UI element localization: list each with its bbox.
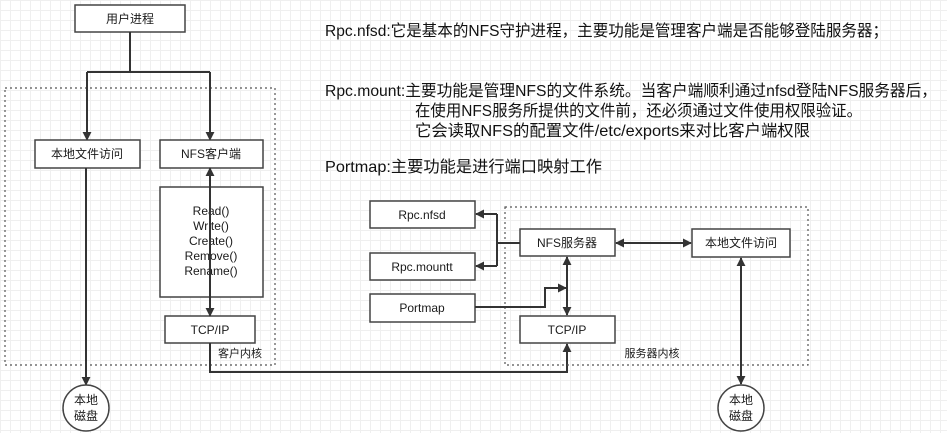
client-tcpip-label: TCP/IP [191, 323, 230, 337]
connector-user-process-split [87, 32, 210, 73]
arrow-portmap [475, 283, 567, 308]
description-rpc-mount-line2: 在使用NFS服务所提供的文件前，还必须通过文件使用权限验证。 [415, 102, 862, 120]
nfs-client-box [159, 139, 264, 169]
server-disk-label-line1: 本地 [729, 393, 753, 407]
client-tcpip-box [164, 315, 256, 344]
client-local-file-access-box [34, 139, 141, 169]
nfs-server-box [519, 228, 616, 257]
client-local-file-access-label: 本地文件访问 [51, 146, 123, 161]
server-disk-label-line2: 磁盘 [729, 408, 753, 423]
portmap-box [369, 293, 476, 323]
rpc-nfsd-label: Rpc.nfsd [398, 208, 445, 222]
description-rpc-nfsd: Rpc.nfsd:它是基本的NFS守护进程，主要功能是管理客户端是否能够登陆服务… [325, 22, 888, 40]
client-kernel-label: 客户内核 [218, 346, 262, 360]
client-disk [62, 384, 110, 432]
descriptions: Rpc.nfsd:它是基本的NFS守护进程，主要功能是管理客户端是否能够登陆服务… [325, 22, 937, 176]
arrow-network-link [209, 343, 572, 373]
rpc-nfsd-box [369, 200, 476, 229]
user-process-label: 用户进程 [106, 11, 154, 26]
rpc-mountd-box [369, 252, 476, 281]
client-side: 客户内核 用户进程 本地文件访问 NFS客户端 Read() Write() C… [4, 4, 276, 432]
server-tcpip-label: TCP/IP [548, 323, 587, 337]
server-local-file-access-box [691, 228, 791, 258]
rpc-mountd-label: Rpc.mountt [391, 260, 453, 274]
connector-nfs-server-to-daemons [496, 214, 520, 266]
description-rpc-mount-line1: Rpc.mount:主要功能是管理NFS的文件系统。当客户端顺利通过nfsd登陆… [325, 82, 937, 100]
description-rpc-mount-line3: 它会读取NFS的配置文件/etc/exports来对比客户端权限 [415, 122, 810, 140]
nfs-client-label: NFS客户端 [181, 146, 241, 161]
client-disk-label-line2: 磁盘 [74, 408, 98, 423]
server-kernel-region [504, 206, 809, 366]
portmap-label: Portmap [399, 301, 445, 315]
server-local-file-access-label: 本地文件访问 [705, 235, 777, 250]
client-disk-label-line1: 本地 [74, 393, 98, 407]
server-disk [717, 384, 765, 432]
server-side: 服务器内核 Rpc.nfsd Rpc.mountt Portmap NFS服务器… [369, 200, 809, 432]
description-portmap: Portmap:主要功能是进行端口映射工作 [325, 158, 602, 176]
server-kernel-label: 服务器内核 [625, 346, 680, 360]
nfs-server-label: NFS服务器 [537, 235, 597, 250]
server-tcpip-box [519, 315, 616, 344]
client-kernel-region [4, 87, 276, 366]
